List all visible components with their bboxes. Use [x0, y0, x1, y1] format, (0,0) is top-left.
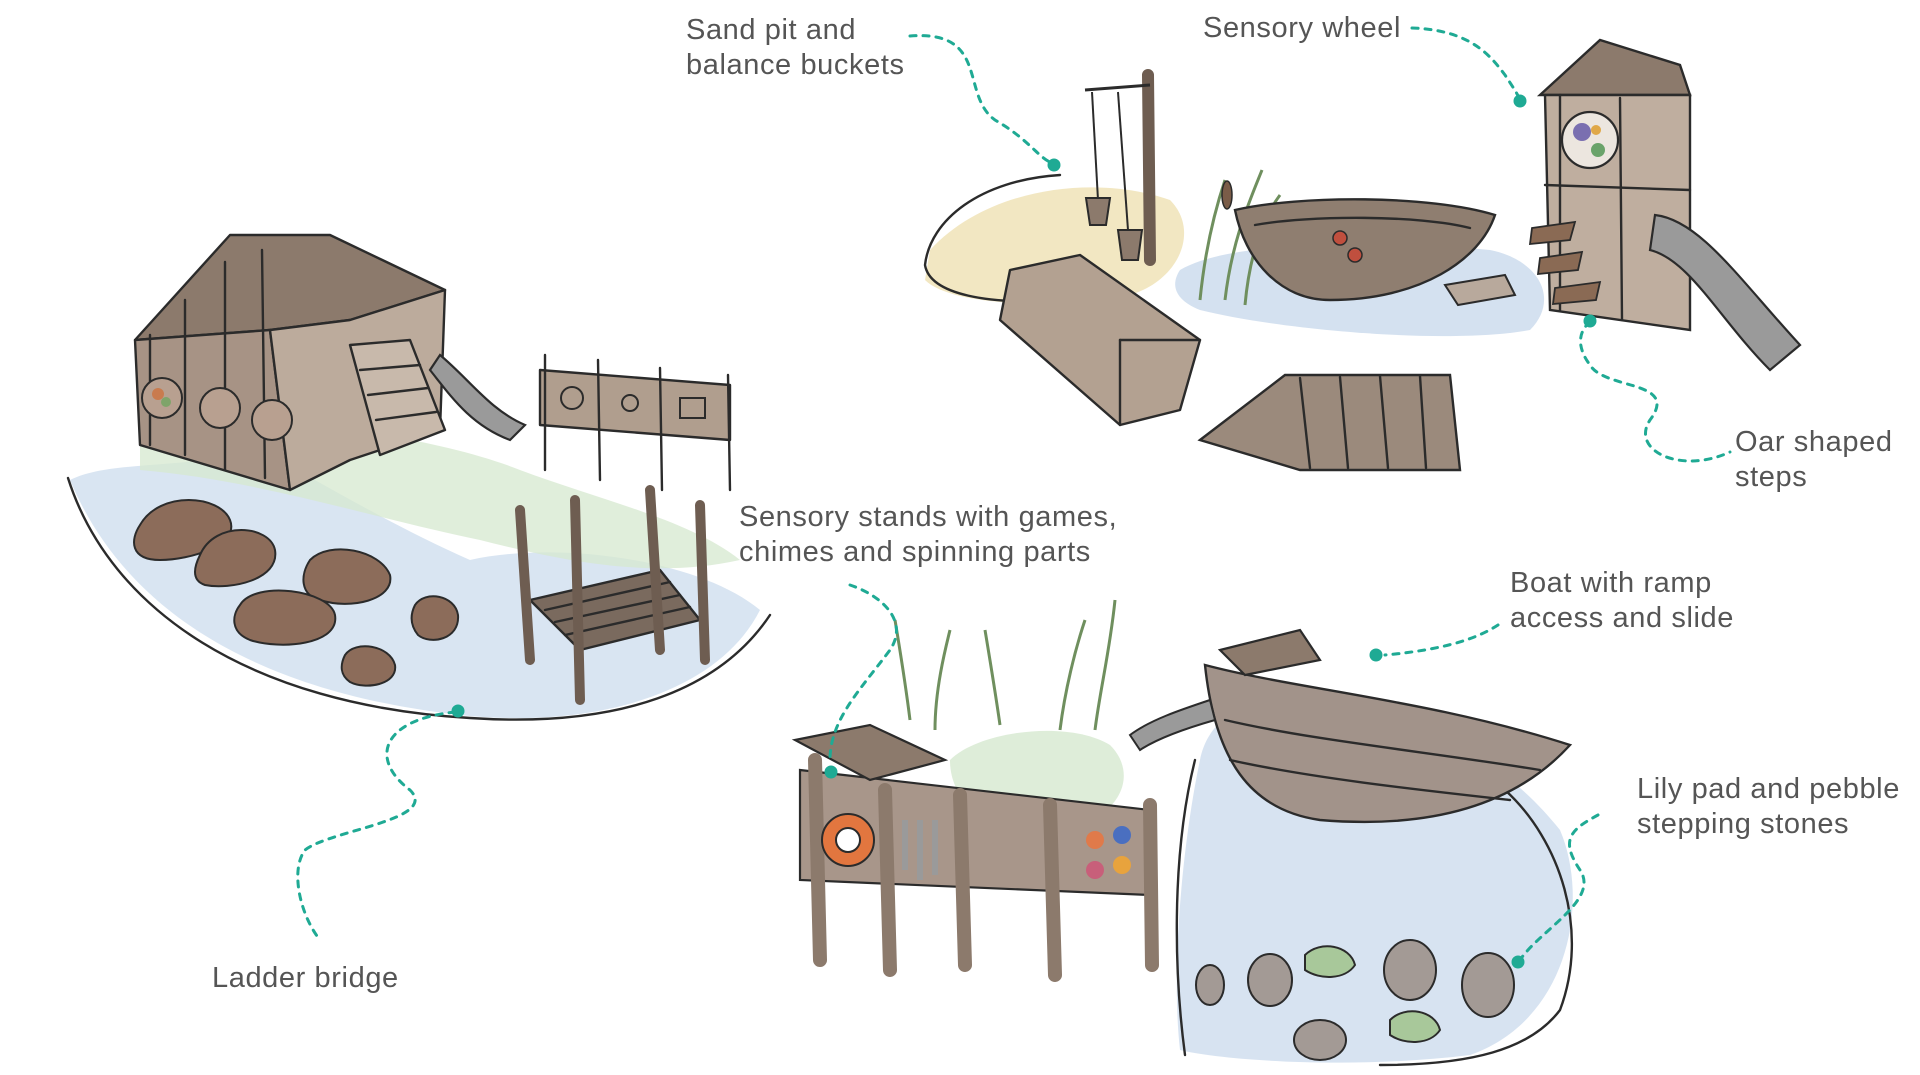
callout-lily-pad: Lily pad and pebble stepping stones [1637, 773, 1900, 840]
sensory-panel-left [538, 353, 732, 492]
leader-oar-steps [1579, 320, 1732, 463]
playhouse-icon [133, 233, 447, 492]
leader-dot-icon [1047, 158, 1061, 172]
bottom-scene [791, 599, 1573, 1067]
slide-icon [428, 353, 527, 442]
sensory-wheel-disc [1560, 110, 1620, 170]
left-scene [66, 233, 772, 721]
tower-slide [1648, 213, 1802, 372]
leader-dot-icon [451, 704, 465, 718]
callout-sand-pit: Sand pit and balance buckets [686, 14, 905, 81]
tower [1528, 38, 1692, 332]
top-right-scene [923, 38, 1802, 472]
leader-dot-icon [1369, 648, 1383, 662]
leader-sensory-stands [828, 583, 898, 762]
log-tunnel [998, 253, 1202, 427]
reed-icon-bottom [893, 599, 1117, 731]
ground-outline-left [66, 476, 772, 721]
leader-lines [296, 26, 1732, 969]
leader-dot-icon [1583, 314, 1597, 328]
callout-ladder-bridge: Ladder bridge [212, 962, 399, 994]
boat-with-ramp-icon [1128, 628, 1573, 824]
deck-bridge [1197, 373, 1462, 472]
pebble-stones [1195, 939, 1515, 1061]
bucket-icon [1084, 69, 1156, 266]
callout-sensory-stands: Sensory stands with games, chimes and sp… [739, 501, 1118, 568]
leader-dot-icon [1513, 94, 1527, 108]
callout-sensory-wheel: Sensory wheel [1203, 12, 1402, 44]
leader-sand-pit [908, 34, 1055, 165]
leader-ladder-bridge [296, 710, 457, 942]
leader-dot-icon [1511, 955, 1525, 969]
leader-sensory-wheel [1410, 26, 1522, 102]
sand-outline [923, 173, 1062, 303]
boat-icon [1233, 198, 1497, 302]
callout-oar-steps: Oar shaped steps [1735, 426, 1893, 493]
sand-pit-area [925, 187, 1185, 304]
water-area-left [70, 450, 760, 719]
ladder-bridge-structure [515, 485, 710, 705]
water-edge-right [1378, 788, 1573, 1067]
leader-dot-icon [824, 765, 838, 779]
ramp-mat [1443, 273, 1517, 307]
stepping-stone-icon [133, 499, 460, 687]
water-edge-left [1175, 758, 1197, 1057]
callout-boat-ramp: Boat with ramp access and slide [1510, 567, 1734, 634]
leader-lily-pad [1518, 813, 1600, 962]
leader-boat-ramp [1383, 623, 1500, 657]
lily-pad-icon [1304, 945, 1442, 1043]
